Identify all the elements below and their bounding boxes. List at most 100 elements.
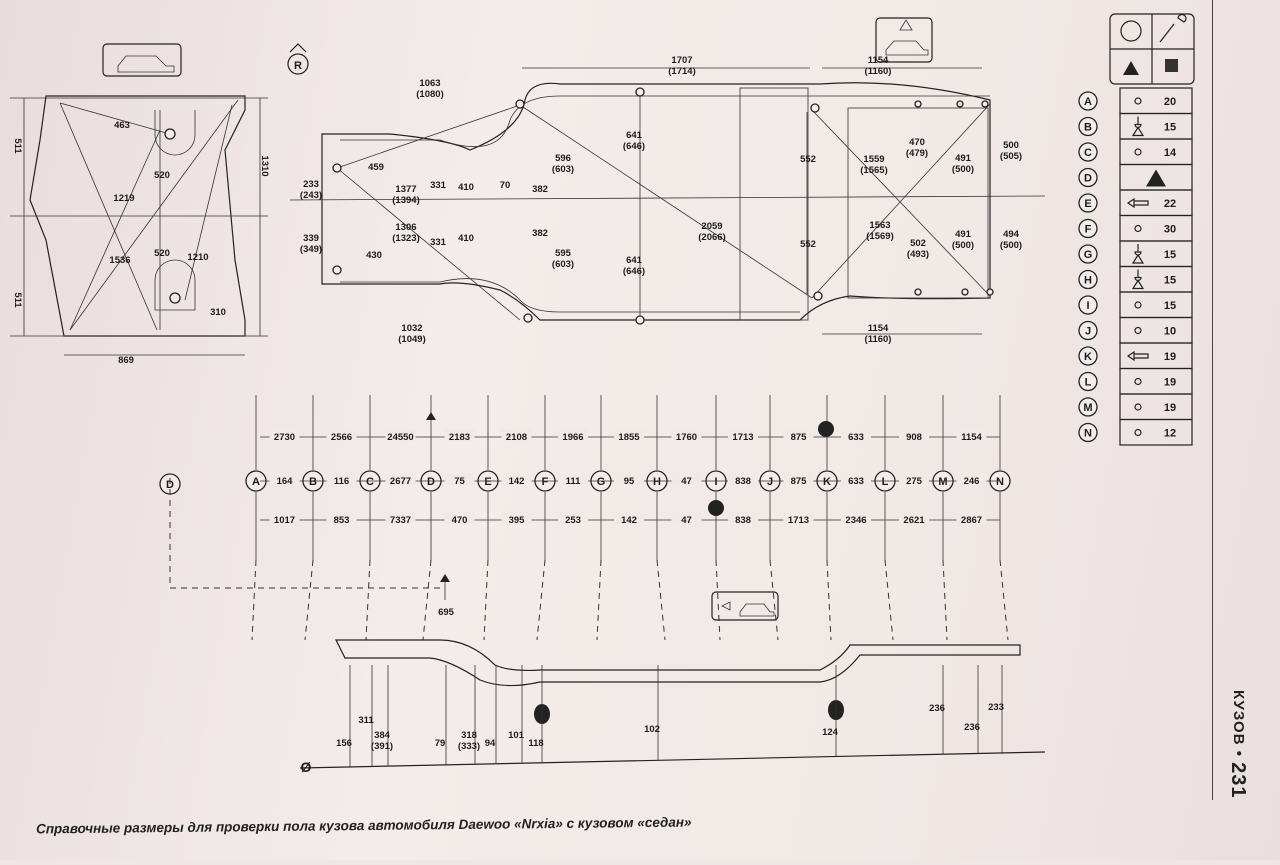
hole-icon: [1134, 403, 1142, 411]
dim-label: 47: [681, 476, 692, 487]
hole-icon: [1134, 148, 1142, 156]
legend-letter: B: [1084, 122, 1092, 134]
side-view: 695 Ø 156311384(391)79318(333)9410111810…: [169, 412, 1046, 775]
bolt-icon: [1131, 116, 1145, 137]
dim-label: 2730: [274, 432, 295, 443]
dim-label: 395: [509, 515, 526, 526]
dim-label: 494: [1003, 229, 1020, 240]
dim-label: (500): [1000, 240, 1022, 251]
dim-label: 236: [929, 703, 945, 714]
dim-label: 95: [624, 476, 635, 487]
dim-label: 520: [154, 248, 170, 259]
dim-label: 1855: [618, 432, 640, 443]
dim-label: 2059: [701, 221, 722, 232]
dim-label: 2183: [449, 432, 470, 443]
dim-label: 1536: [109, 255, 130, 266]
dim-label: 1713: [732, 432, 753, 443]
side-view-car-icon: [711, 591, 779, 621]
dim-label: (603): [552, 164, 574, 175]
dim-label: 102: [644, 724, 660, 735]
dim-label: 2867: [961, 515, 982, 526]
legend-row: [1119, 112, 1193, 140]
dim-label: 869: [118, 355, 134, 366]
dim-label: 24550: [387, 432, 413, 443]
dim-label: 430: [366, 250, 382, 261]
dim-label: 2108: [506, 432, 527, 443]
dim-label: 118: [528, 738, 543, 749]
point-label: J: [767, 476, 773, 488]
dim-label: 382: [532, 184, 548, 195]
point-label: D: [166, 479, 174, 491]
dim-label: 641: [626, 130, 643, 141]
legend-row: [1119, 138, 1193, 166]
hole-icon: [1134, 301, 1142, 309]
dim-label: 491: [955, 229, 972, 240]
front-view-car-icon: [102, 43, 182, 77]
dim-label: 1154: [961, 432, 982, 443]
dim-label: (1323): [392, 233, 419, 244]
dim-label: 1377: [395, 184, 416, 195]
point-label: I: [714, 476, 717, 488]
triangle-icon: [1146, 169, 1166, 187]
dim-label: 331: [430, 180, 447, 191]
dim-label: 520: [154, 170, 170, 181]
legend-letter: N: [1084, 428, 1092, 440]
dim-label: 502: [910, 238, 926, 249]
dim-label: 310: [210, 307, 226, 318]
dim-label: (1569): [866, 231, 893, 242]
dim-label: 311: [358, 715, 374, 726]
bolt-icon: [1126, 350, 1149, 362]
bolt-icon: [1126, 197, 1149, 209]
dim-label: (493): [907, 249, 929, 260]
dim-label: 552: [800, 154, 816, 165]
dim-label: 2621: [903, 515, 925, 526]
point-label: E: [484, 476, 491, 488]
legend-value: 12: [1164, 428, 1176, 440]
hole-symbol-icon: [1120, 20, 1142, 42]
dim-label: 111: [566, 476, 582, 487]
point-label: L: [882, 476, 889, 488]
margin-rule: [1212, 0, 1213, 800]
dim-label: 75: [454, 476, 465, 487]
legend-letter: H: [1084, 275, 1092, 287]
legend-letter: G: [1084, 249, 1093, 261]
dim-label: 1310: [259, 155, 270, 176]
hole-icon: [1134, 326, 1142, 335]
dim-label: 410: [458, 233, 474, 244]
dim-label: (391): [371, 741, 393, 752]
dim-label: 596: [555, 153, 571, 164]
dim-label: 233: [303, 179, 319, 190]
legend-value: 22: [1164, 198, 1176, 210]
legend-row: [1119, 316, 1193, 344]
dim-label: 552: [800, 239, 816, 250]
reference-dot: [818, 421, 834, 437]
r-marker: R: [294, 60, 302, 72]
dim-label: (333): [458, 741, 480, 752]
dim-label: 7337: [390, 515, 411, 526]
bolt-symbol-icon: [1159, 14, 1187, 43]
dim-label: 595: [555, 248, 572, 259]
legend-value: 15: [1164, 300, 1176, 312]
hole-icon: [1134, 428, 1142, 437]
dim-label: (505): [1000, 151, 1022, 162]
legend-value: 30: [1164, 224, 1176, 236]
dim-label: 463: [114, 120, 130, 131]
section-title: КУЗОВ: [1230, 690, 1247, 746]
legend-value: 14: [1164, 147, 1177, 159]
square-symbol-icon: [1165, 59, 1178, 72]
dim-label: 156: [336, 738, 352, 749]
dim-label: 641: [626, 255, 643, 266]
page-header: КУЗОВ • 231: [1227, 690, 1249, 799]
dim-label: 511: [12, 292, 23, 308]
hole-icon: [1134, 224, 1142, 233]
dim-label: 253: [565, 515, 581, 526]
dim-label: 1154: [868, 323, 889, 334]
dim-label: (1160): [865, 66, 892, 77]
legend-letter: K: [1084, 351, 1092, 363]
dim-label: (646): [623, 141, 645, 152]
legend-row: [1119, 393, 1193, 421]
dim-label: 838: [735, 476, 751, 487]
legend-letter: A: [1084, 96, 1092, 108]
